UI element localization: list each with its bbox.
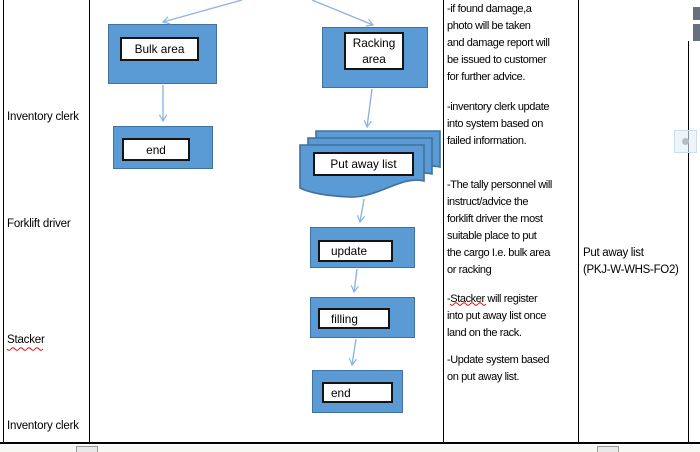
flow-node-bulk-area-labelbox[interactable]: Bulk area (120, 37, 199, 61)
flow-node-end-left-labelbox[interactable]: end (122, 138, 190, 161)
scroll-widget-button[interactable] (674, 130, 697, 153)
flow-node-end-left[interactable]: end (113, 126, 213, 169)
table-border-right (687, 41, 689, 443)
table-border-reference-column (577, 0, 579, 443)
flow-node-put-away-list-labelbox[interactable]: Put away list (313, 152, 414, 176)
lane-label-inventory-clerk-1: Inventory clerk (7, 111, 79, 123)
flow-node-update-labelbox[interactable]: update (318, 240, 393, 262)
flow-node-update-label: update (331, 244, 368, 258)
arrow-racking-to-putawaylist (363, 88, 373, 129)
flow-node-end-bottom[interactable]: end (312, 370, 403, 413)
arrow-to-racking-area (311, 0, 375, 27)
flow-node-bulk-area-label: Bulk area (134, 42, 185, 56)
lane-label-stacker: Stacker (7, 334, 45, 346)
flow-node-put-away-list-label: Put away list (330, 157, 397, 171)
note-update-system: -Update system based on put away list. (447, 354, 550, 383)
arrow-putawaylist-to-update (356, 198, 366, 224)
table-column-handle-left[interactable] (76, 446, 98, 452)
table-column-handle-right[interactable] (597, 446, 619, 452)
reference-put-away-list-form: Put away list (PKJ-W-WHS-FO2) (583, 247, 679, 276)
vertical-scrollbar[interactable] (693, 7, 700, 41)
flow-node-end-bottom-labelbox[interactable]: end (322, 382, 393, 403)
table-border-notes-column (442, 0, 444, 443)
flow-node-racking-area-label: Racking area (352, 36, 396, 66)
bottom-margin-strip (0, 445, 700, 452)
flow-node-filling-label: filling (331, 311, 358, 326)
arrow-update-to-filling (350, 268, 359, 294)
arrow-to-bulk-area (161, 0, 243, 25)
flow-node-filling[interactable]: filling (310, 297, 415, 338)
lane-label-forklift-driver: Forklift driver (7, 218, 71, 230)
spellcheck-squiggle-lane-stacker (6, 347, 44, 351)
flow-node-racking-area[interactable]: Racking area (322, 27, 428, 88)
flow-node-end-bottom-label: end (331, 385, 351, 400)
flow-node-filling-labelbox[interactable]: filling (318, 308, 390, 329)
arrow-filling-to-end (348, 338, 358, 367)
flow-node-bulk-area[interactable]: Bulk area (108, 24, 217, 84)
note-stacker-register: -Stacker will register into put away lis… (447, 293, 547, 339)
flow-node-update[interactable]: update (310, 227, 415, 268)
note-tally-instruction: -The tally personnel will instruct/advic… (447, 179, 552, 276)
table-border-bottom (0, 442, 700, 444)
lane-label-inventory-clerk-2: Inventory clerk (7, 420, 79, 432)
flow-node-end-left-label: end (146, 142, 166, 157)
scroll-widget-dot-icon (682, 138, 689, 145)
flow-node-racking-area-labelbox[interactable]: Racking area (344, 32, 404, 70)
note-damage-procedure: -if found damage,a photo will be taken a… (447, 3, 550, 83)
scrollbar-notch (693, 20, 700, 24)
table-border-left (2, 0, 4, 443)
table-border-lane-column (89, 0, 91, 443)
note-inventory-update: -inventory clerk update into system base… (447, 101, 550, 147)
